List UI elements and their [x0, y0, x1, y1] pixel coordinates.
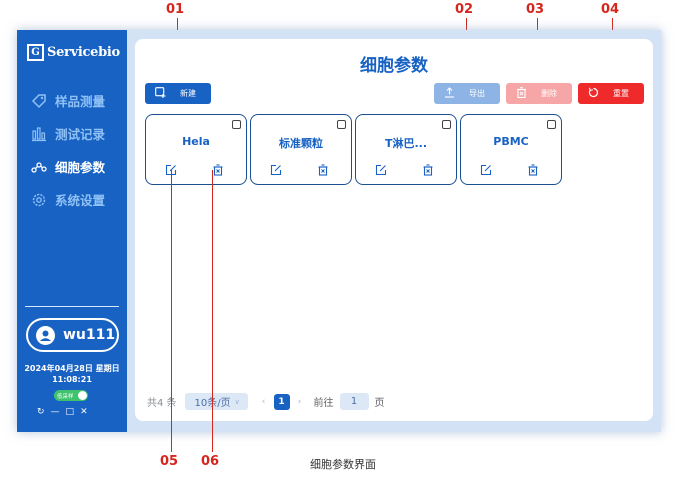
reset-icon: [588, 87, 599, 100]
card-checkbox[interactable]: [547, 120, 556, 129]
sidebar-divider: [25, 306, 119, 307]
cell-card[interactable]: T淋巴...: [355, 114, 457, 185]
new-button-label: 新建: [180, 89, 196, 98]
edit-icon[interactable]: [375, 161, 387, 176]
card-title: Hela: [182, 135, 210, 148]
window-controls: ↻ — □ ✕: [37, 407, 88, 417]
reset-button-label: 重置: [613, 89, 629, 98]
callout-02: 02: [455, 2, 474, 17]
user-avatar-icon: [36, 325, 55, 345]
close-icon[interactable]: ✕: [80, 407, 88, 417]
page-number-active[interactable]: 1: [273, 393, 290, 410]
next-page-icon[interactable]: ›: [297, 396, 302, 407]
toggle-knob: [78, 391, 87, 400]
edit-icon[interactable]: [165, 161, 177, 176]
sidebar-item-cell-params[interactable]: 细胞参数: [17, 150, 127, 183]
sidebar-nav: 样品测量 测试记录 细胞参数 系统设置: [17, 84, 127, 216]
gear-icon: [31, 192, 47, 208]
app-window: G Servicebio 样品测量 测试记录 细胞参数: [17, 30, 661, 432]
brand-logo: G Servicebio: [27, 44, 120, 61]
pagination: 共4 条 10条/页 ∨ ‹ 1 › 前往 1 页: [147, 393, 385, 410]
edit-icon[interactable]: [270, 161, 282, 176]
page-size-select[interactable]: 10条/页 ∨: [184, 393, 248, 410]
goto-label: 前往: [313, 398, 334, 409]
current-time: 11:08:21: [52, 375, 92, 384]
sidebar-item-label: 细胞参数: [55, 160, 106, 175]
callout-04: 04: [601, 2, 620, 17]
card-checkbox[interactable]: [442, 120, 451, 129]
export-button[interactable]: 导出: [434, 83, 500, 104]
cell-card[interactable]: PBMC: [460, 114, 562, 185]
add-icon: [155, 87, 166, 100]
figure-caption: 细胞参数界面: [310, 458, 376, 471]
bar-chart-icon: [31, 126, 47, 142]
trash-icon: [516, 87, 527, 100]
current-date: 2024年04月28日 星期日: [24, 364, 120, 373]
card-title: PBMC: [493, 135, 529, 148]
tag-icon: [31, 93, 47, 109]
share-nodes-icon: [31, 159, 47, 175]
export-button-label: 导出: [469, 89, 485, 98]
trash-icon[interactable]: [422, 161, 434, 176]
reset-button[interactable]: 重置: [578, 83, 644, 104]
toggle-label: 低采样: [57, 393, 74, 400]
sidebar-item-label: 系统设置: [55, 193, 106, 208]
refresh-icon[interactable]: ↻: [37, 407, 45, 417]
prev-page-icon[interactable]: ‹: [261, 396, 266, 407]
trash-icon[interactable]: [317, 161, 329, 176]
callout-line-06: [212, 170, 213, 452]
trash-icon[interactable]: [527, 161, 539, 176]
sidebar-item-system-settings[interactable]: 系统设置: [17, 183, 127, 216]
maximize-icon[interactable]: □: [65, 407, 75, 417]
sidebar-item-label: 样品测量: [55, 94, 106, 109]
logo-text: Servicebio: [47, 45, 120, 60]
callout-03: 03: [526, 2, 545, 17]
main-panel: 细胞参数 新建 导出 删除 重置: [135, 39, 653, 421]
callout-01: 01: [166, 2, 185, 17]
delete-button-label: 删除: [541, 89, 557, 98]
card-checkbox[interactable]: [232, 120, 241, 129]
page-title: 细胞参数: [360, 56, 428, 76]
callout-line-05: [171, 170, 172, 452]
sampling-toggle[interactable]: 低采样: [54, 390, 88, 401]
page-unit-label: 页: [374, 398, 385, 409]
minimize-icon[interactable]: —: [50, 407, 60, 417]
sidebar-item-test-records[interactable]: 测试记录: [17, 117, 127, 150]
sidebar-item-label: 测试记录: [55, 127, 106, 142]
chevron-down-icon: ∨: [234, 397, 240, 406]
user-badge[interactable]: wu111: [26, 318, 119, 352]
card-checkbox[interactable]: [337, 120, 346, 129]
total-count: 共4 条: [147, 398, 177, 409]
new-button[interactable]: 新建: [145, 83, 211, 104]
sidebar: G Servicebio 样品测量 测试记录 细胞参数: [17, 30, 127, 432]
delete-button[interactable]: 删除: [506, 83, 572, 104]
card-title: 标准颗粒: [279, 137, 323, 150]
card-title: T淋巴...: [384, 137, 428, 150]
callout-05: 05: [160, 454, 179, 469]
upload-icon: [444, 87, 455, 100]
goto-page-input[interactable]: 1: [339, 393, 369, 410]
logo-mark: G: [27, 44, 44, 61]
cell-card[interactable]: Hela: [145, 114, 247, 185]
edit-icon[interactable]: [480, 161, 492, 176]
username: wu111: [63, 327, 116, 343]
sidebar-item-sample-measure[interactable]: 样品测量: [17, 84, 127, 117]
callout-06: 06: [201, 454, 220, 469]
trash-icon[interactable]: [212, 161, 224, 176]
cell-card[interactable]: 标准颗粒: [250, 114, 352, 185]
